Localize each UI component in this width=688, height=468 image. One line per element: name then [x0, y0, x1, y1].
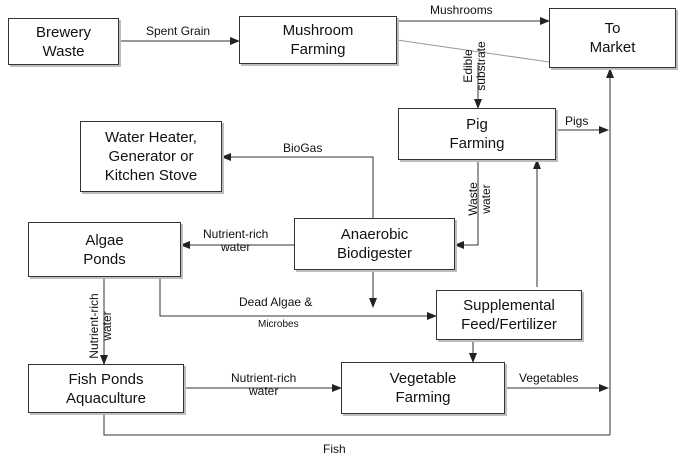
- label-waste-water: Waste water: [466, 174, 495, 224]
- edge-fish: [103, 413, 610, 436]
- node-mushroom-farming: Mushroom Farming: [239, 16, 397, 64]
- node-brewery-line2: Waste: [42, 42, 85, 60]
- label-edible-substrate: Edible substrate: [461, 36, 490, 96]
- node-vegetable-line1: Vegetable: [389, 370, 457, 387]
- label-pigs: Pigs: [565, 114, 589, 128]
- node-mushroom-line1: Mushroom: [282, 22, 354, 39]
- node-biodigester-line1: Anaerobic: [340, 226, 409, 243]
- label-vegetables: Vegetables: [519, 371, 579, 385]
- node-anaerobic-biodigester: Anaerobic Biodigester: [294, 218, 455, 270]
- edge-dead-algae: [159, 277, 437, 320]
- label-nutrient-water-fish: Nutrient-rich water: [87, 286, 116, 366]
- node-water-heater: Water Heater, Generator or Kitchen Stove: [80, 121, 222, 192]
- node-algae-ponds: Algae Ponds: [28, 222, 181, 277]
- node-vegetable-farming: Vegetable Farming: [341, 362, 505, 414]
- node-fish-line2: Aquaculture: [65, 389, 147, 407]
- node-market-line2: Market: [589, 39, 636, 56]
- label-nutrient-water-algae: Nutrient-rich water: [203, 228, 268, 254]
- label-edible-line2: substrate: [474, 41, 488, 91]
- node-pig-farming: Pig Farming: [398, 108, 556, 160]
- node-brewery-waste: Brewery Waste: [8, 18, 119, 65]
- node-to-market: To Market: [549, 8, 676, 68]
- node-pig-line1: Pig: [466, 116, 488, 133]
- label-nrv-line2: water: [249, 384, 279, 398]
- label-biogas: BioGas: [283, 141, 323, 155]
- label-nra-line1: Nutrient-rich: [203, 227, 269, 241]
- label-nra-line2: water: [221, 240, 251, 254]
- label-mushrooms: Mushrooms: [430, 3, 493, 17]
- edge-biogas: [221, 153, 374, 218]
- node-algae-line2: Ponds: [83, 250, 126, 268]
- node-mushroom-line2: Farming: [290, 41, 346, 58]
- node-heater-line2: Generator or: [108, 148, 194, 165]
- node-market-line1: To: [604, 20, 621, 37]
- edge-waste-water: [454, 160, 479, 249]
- label-nrv-line1: Nutrient-rich: [231, 371, 297, 385]
- node-heater-line1: Water Heater,: [105, 129, 197, 146]
- label-nrf-line2: water: [100, 311, 114, 341]
- node-fish-line1: Fish Ponds: [68, 370, 144, 388]
- node-supplemental-line1: Supplemental: [463, 297, 555, 314]
- label-microbes: Microbes: [258, 319, 299, 330]
- label-nutrient-water-veg: Nutrient-rich water: [231, 372, 296, 398]
- node-heater-line3: Kitchen Stove: [104, 167, 198, 184]
- node-vegetable-line2: Farming: [395, 389, 451, 406]
- label-waste-line2: water: [479, 184, 493, 214]
- node-biodigester-line2: Biodigester: [336, 245, 413, 262]
- node-brewery-line1: Brewery: [35, 23, 91, 41]
- node-pig-line2: Farming: [449, 135, 505, 152]
- node-algae-line1: Algae: [85, 231, 124, 249]
- label-spent-grain: Spent Grain: [146, 24, 211, 38]
- label-dead-algae: Dead Algae &: [239, 295, 313, 309]
- node-fish-ponds: Fish Ponds Aquaculture: [28, 364, 184, 413]
- node-supplemental-feed: Supplemental Feed/Fertilizer: [436, 290, 582, 340]
- label-fish: Fish: [323, 442, 346, 456]
- edge-mushroom-market-connector: [396, 39, 550, 63]
- node-supplemental-line2: Feed/Fertilizer: [461, 316, 557, 333]
